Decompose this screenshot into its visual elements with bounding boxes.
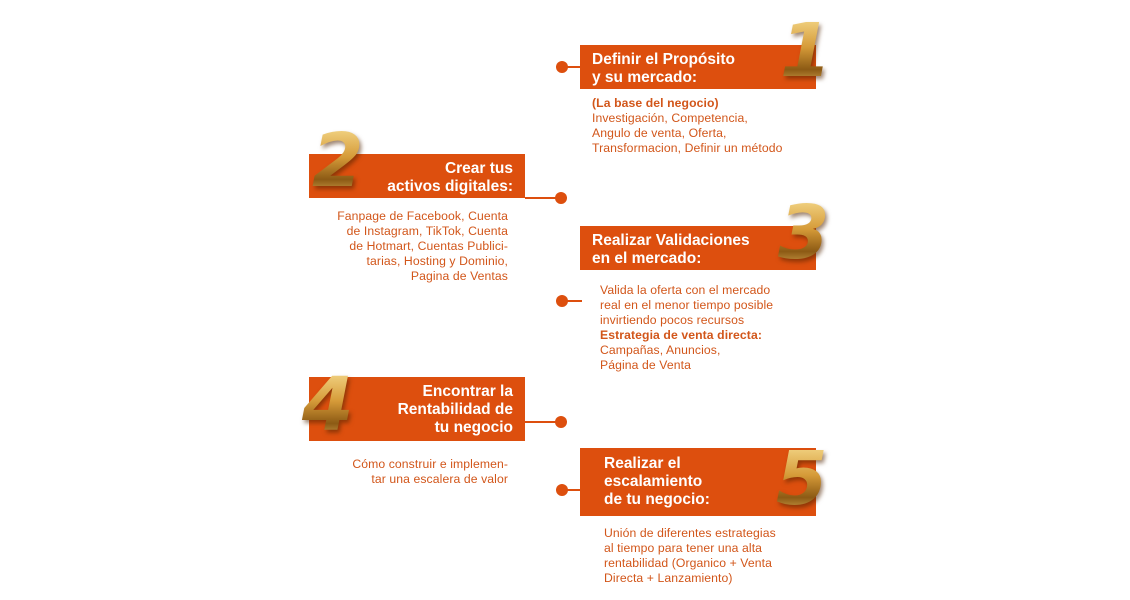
step-2-desc-line-4: tarias, Hosting y Dominio,	[366, 254, 508, 268]
step-3-desc-line-5: Página de Venta	[600, 358, 691, 372]
step-1-banner: Definir el Propósito y su mercado:	[580, 45, 816, 89]
connector-line-5	[566, 489, 582, 491]
step-5-desc-line-3: rentabilidad (Organico + Venta	[604, 556, 772, 570]
step-3-desc-bold: Estrategia de venta directa:	[600, 328, 762, 342]
connector-dot-5	[556, 484, 568, 496]
step-3-desc-line-4: Campañas, Anuncios,	[600, 343, 721, 357]
step-3-number: 3	[778, 190, 830, 276]
step-3-title-line-1: Realizar Validaciones	[592, 232, 750, 249]
step-4-desc-line-2: tar una escalera de valor	[371, 472, 508, 486]
step-5-title-line-2: escalamiento	[604, 473, 703, 490]
step-4-banner: Encontrar la Rentabilidad de tu negocio	[309, 377, 525, 441]
step-4-title-line-1: Encontrar la	[422, 383, 513, 400]
step-4-description: Cómo construir e implemen- tar una escal…	[318, 457, 508, 487]
step-2-title-line-1: Crear tus	[444, 160, 513, 177]
step-3-banner: Realizar Validaciones en el mercado:	[580, 226, 816, 270]
step-4-number: 4	[302, 362, 354, 448]
step-1-desc-line-2: Angulo de venta, Oferta,	[592, 126, 727, 140]
step-5-title-line-1: Realizar el	[604, 455, 681, 472]
step-1-desc-line-1: Investigación, Competencia,	[592, 111, 748, 125]
step-1-description: (La base del negocio) Investigación, Com…	[592, 96, 782, 156]
step-5-banner: Realizar el escalamiento de tu negocio:	[580, 448, 816, 516]
step-2-banner: Crear tus activos digitales:	[309, 154, 525, 198]
step-4-desc-line-1: Cómo construir e implemen-	[352, 457, 508, 471]
connector-dot-1	[556, 61, 568, 73]
connector-dot-2	[555, 192, 567, 204]
step-3-desc-line-2: real en el menor tiempo posible	[600, 298, 774, 312]
step-3-desc-line-3: invirtiendo pocos recursos	[600, 313, 745, 327]
step-3-desc-line-1: Valida la oferta con el mercado	[600, 283, 771, 297]
connector-line-1	[566, 66, 582, 68]
step-5-description: Unión de diferentes estrategias al tiemp…	[604, 526, 776, 586]
step-5-desc-line-4: Directa + Lanzamiento)	[604, 571, 733, 585]
step-2-number: 2	[312, 118, 364, 204]
step-2-description: Fanpage de Facebook, Cuenta de Instagram…	[318, 209, 508, 284]
step-5-number: 5	[776, 436, 828, 522]
step-4-title-line-3: tu negocio	[434, 419, 513, 436]
connector-line-3	[566, 300, 582, 302]
step-2-desc-line-5: Pagina de Ventas	[410, 269, 508, 283]
step-5-desc-line-1: Unión de diferentes estrategias	[604, 526, 776, 540]
step-3-description: Valida la oferta con el mercado real en …	[600, 283, 773, 373]
step-5-title-line-3: de tu negocio:	[604, 491, 710, 508]
step-2-title-line-2: activos digitales:	[387, 178, 513, 195]
step-1-title-line-2: y su mercado:	[592, 69, 698, 86]
step-1-title-line-1: Definir el Propósito	[592, 51, 735, 68]
connector-dot-4	[555, 416, 567, 428]
connector-line-4	[525, 421, 557, 423]
connector-dot-3	[556, 295, 568, 307]
step-2-desc-line-1: Fanpage de Facebook, Cuenta	[337, 209, 508, 223]
step-1-desc-bold: (La base del negocio)	[592, 96, 719, 110]
step-3-title-line-2: en el mercado:	[592, 250, 702, 267]
step-2-desc-line-2: de Instagram, TikTok, Cuenta	[346, 224, 508, 238]
step-4-title-line-2: Rentabilidad de	[397, 401, 513, 418]
connector-line-2	[525, 197, 557, 199]
step-1-number: 1	[780, 8, 832, 94]
step-5-desc-line-2: al tiempo para tener una alta	[604, 541, 763, 555]
step-2-desc-line-3: de Hotmart, Cuentas Publici-	[349, 239, 508, 253]
step-1-desc-line-3: Transformacion, Definir un método	[592, 141, 783, 155]
